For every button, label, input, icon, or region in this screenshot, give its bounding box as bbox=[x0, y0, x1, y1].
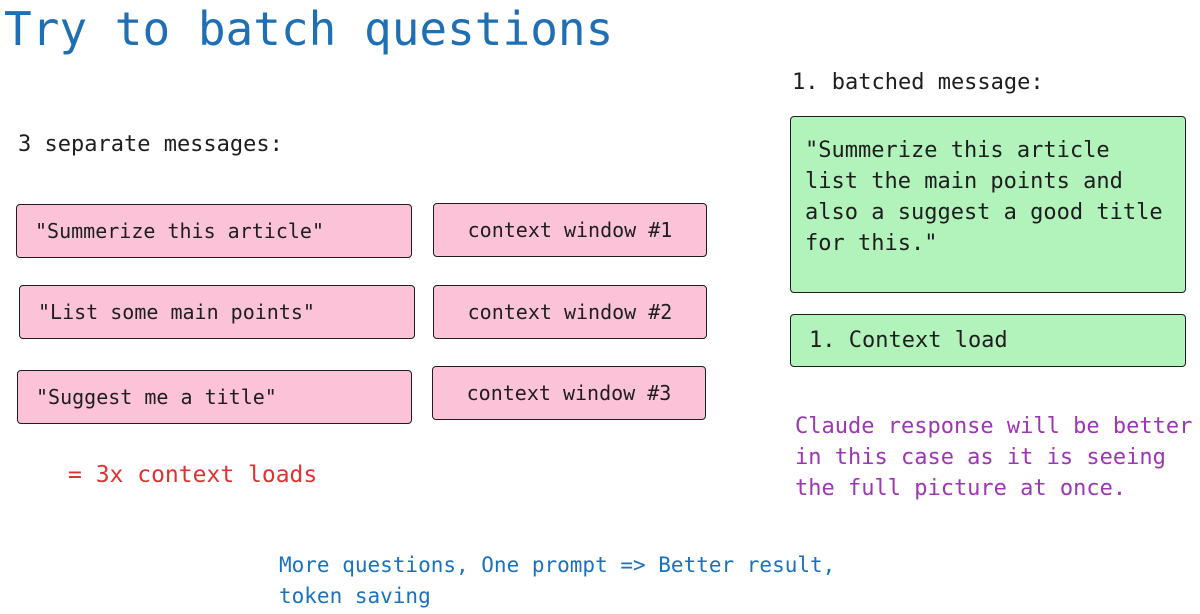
message-text: "List some main points" bbox=[38, 300, 315, 324]
context-window-box-1: context window #1 bbox=[433, 203, 707, 257]
message-text: "Suggest me a title" bbox=[36, 385, 277, 409]
context-window-text: context window #1 bbox=[467, 218, 673, 242]
separate-messages-label: 3 separate messages: bbox=[18, 132, 283, 157]
message-box-summarize: "Summerize this article" bbox=[16, 204, 412, 258]
context-load-box: 1. Context load bbox=[790, 314, 1186, 367]
message-box-title: "Suggest me a title" bbox=[17, 370, 412, 424]
message-box-main-points: "List some main points" bbox=[19, 285, 415, 339]
batched-message-text: "Summerize this article list the main po… bbox=[805, 138, 1163, 256]
context-load-text: 1. Context load bbox=[809, 328, 1008, 353]
context-window-text: context window #3 bbox=[466, 381, 672, 405]
context-window-box-2: context window #2 bbox=[433, 285, 707, 339]
conclusion-text: More questions, One prompt => Better res… bbox=[279, 553, 836, 608]
context-window-box-3: context window #3 bbox=[432, 366, 706, 420]
batched-note-text: Claude response will be better in this c… bbox=[795, 414, 1193, 501]
separate-result-text: = 3x context loads bbox=[68, 462, 318, 488]
page-title: Try to batch questions bbox=[4, 2, 614, 56]
context-window-text: context window #2 bbox=[467, 300, 673, 324]
batched-message-label: 1. batched message: bbox=[792, 70, 1044, 95]
message-text: "Summerize this article" bbox=[35, 219, 324, 243]
batched-message-box: "Summerize this article list the main po… bbox=[790, 116, 1186, 293]
